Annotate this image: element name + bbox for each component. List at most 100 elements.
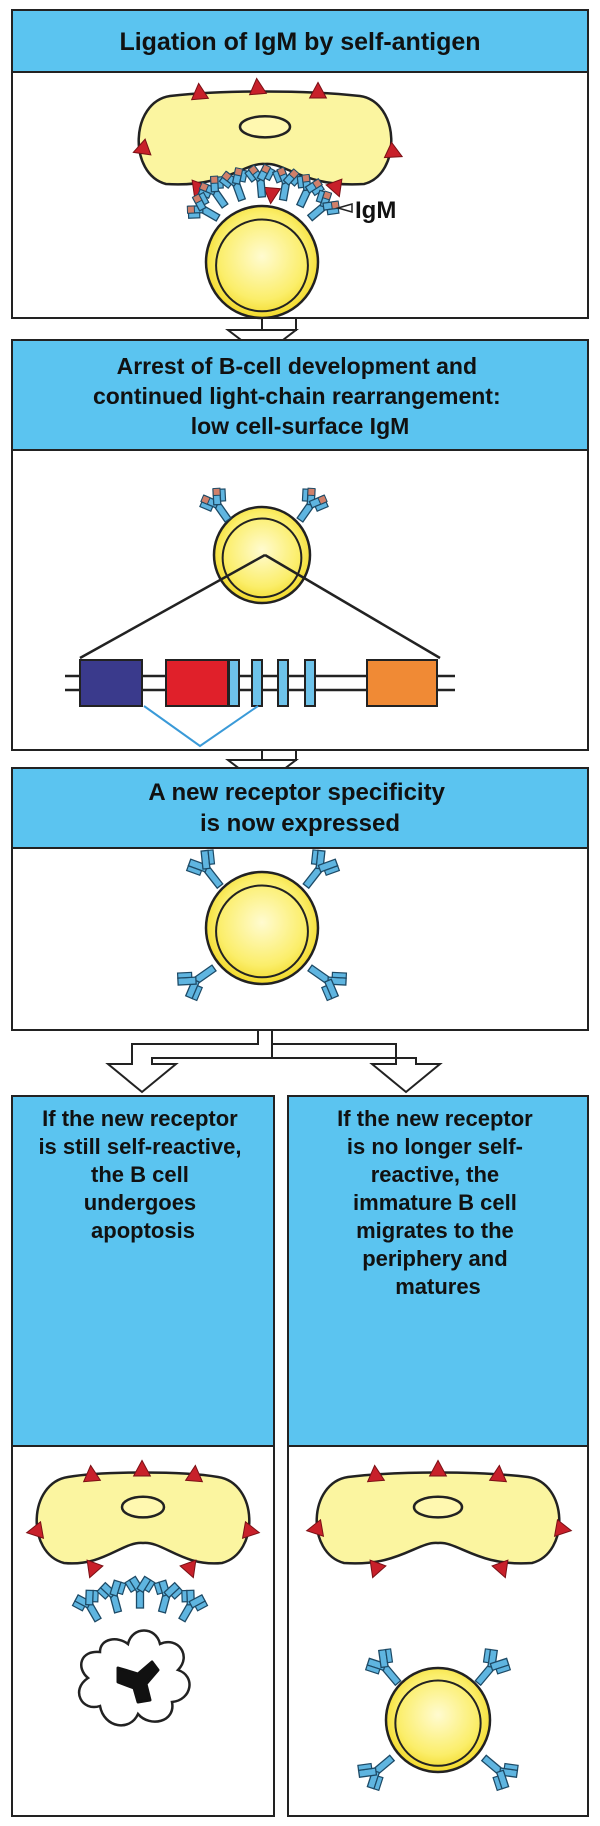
antibody-tip xyxy=(247,164,259,176)
antibody xyxy=(302,849,341,890)
antigen-spike xyxy=(366,1464,386,1483)
v-segment-blue xyxy=(79,659,143,707)
light-chain-locus xyxy=(65,659,455,748)
antibody-light xyxy=(323,865,341,877)
antibody-tip xyxy=(301,173,311,183)
antibody-tip xyxy=(212,487,221,497)
antibody xyxy=(71,1589,102,1623)
b-cell-membrane xyxy=(384,1666,492,1774)
b-cell-membrane xyxy=(204,870,320,986)
antibody-tip xyxy=(276,166,287,177)
antibody xyxy=(185,849,224,890)
antibody-arm xyxy=(212,487,227,506)
antibody-light xyxy=(301,488,309,502)
panel-1-title: Ligation of IgM by self-antigen xyxy=(119,28,480,56)
panel-3-title: A new receptor specificity is now expres… xyxy=(148,779,451,837)
split-arrows xyxy=(105,1029,443,1094)
j-segment-3 xyxy=(277,659,289,707)
panel-2-header xyxy=(11,339,589,451)
panel-4-scene xyxy=(25,1459,261,1727)
antibody-light xyxy=(207,849,216,865)
panel-3-header xyxy=(11,767,589,849)
antigen-spike xyxy=(132,1459,152,1477)
antigen-spike xyxy=(179,1559,197,1579)
b-cell xyxy=(204,204,320,320)
igm-label: IgM xyxy=(355,197,396,224)
antibody-tip xyxy=(260,163,272,175)
antibody-light xyxy=(320,984,333,1002)
panel-5-scene xyxy=(305,1459,573,1792)
antibody-light xyxy=(482,1648,492,1664)
antibody xyxy=(357,1754,396,1792)
antigen-spike xyxy=(25,1520,45,1540)
b-cell-nucleus-ring xyxy=(215,218,309,313)
antibody xyxy=(186,191,221,222)
antibody-tip xyxy=(191,193,203,205)
antibody xyxy=(306,189,340,222)
antibody-tip xyxy=(317,494,328,505)
antigen-cell-nucleus xyxy=(238,114,292,139)
antibody xyxy=(178,1589,209,1623)
antibody xyxy=(296,487,329,523)
antibody-light xyxy=(181,1589,188,1603)
antibody-arm xyxy=(492,1769,510,1792)
antibody xyxy=(474,1648,512,1687)
antibody-arm xyxy=(296,173,312,192)
antigen-spike xyxy=(325,178,343,198)
antibody-light xyxy=(176,971,193,979)
antibody-light xyxy=(331,971,348,979)
b-cell-nucleus-ring xyxy=(394,1679,482,1767)
antibody-light xyxy=(191,984,204,1002)
flow-arrow-1 xyxy=(225,317,299,358)
antibody xyxy=(244,163,276,199)
antigen-spike xyxy=(86,1559,104,1579)
antigen-spike xyxy=(305,1518,325,1538)
antibody-arm xyxy=(317,858,341,877)
j-segment-4 xyxy=(304,659,316,707)
antibody-tip xyxy=(233,167,244,177)
antibody-arm xyxy=(322,200,340,216)
antibody-arm xyxy=(320,978,340,1002)
panel-5-header xyxy=(287,1095,589,1447)
antibody-tip xyxy=(198,181,210,193)
antibody-tip xyxy=(221,170,233,182)
self-antigen-cell xyxy=(25,1459,261,1579)
antibody-light xyxy=(357,1762,373,1772)
antibody-light xyxy=(153,1581,164,1596)
new-receptors xyxy=(176,849,348,1002)
antibody xyxy=(199,487,232,523)
antibody-light xyxy=(185,865,203,877)
zoom-line-left xyxy=(79,553,266,660)
antibody-light xyxy=(495,1664,512,1675)
antibody-light xyxy=(96,1586,110,1600)
antigen-spike xyxy=(82,1464,102,1483)
antigen-spike xyxy=(428,1459,448,1477)
antibody-arm xyxy=(176,971,197,986)
antibody xyxy=(153,1579,184,1614)
antibody-arm xyxy=(163,1581,184,1600)
antibody-arm xyxy=(188,1594,209,1612)
antibody xyxy=(176,964,217,1002)
antigen-spike xyxy=(383,141,404,159)
antigen-spike xyxy=(262,186,282,205)
fragmented-nucleus xyxy=(116,1660,160,1704)
antibody-arm xyxy=(85,1589,99,1606)
antigen-cell-nucleus xyxy=(412,1495,464,1519)
antibody xyxy=(271,166,303,202)
antibody-light xyxy=(116,1581,127,1596)
antibody-light xyxy=(124,1579,137,1594)
antibody xyxy=(124,1575,156,1609)
antibody-arm xyxy=(377,1648,394,1669)
igm-receptors-low xyxy=(199,487,329,523)
antibody-light xyxy=(364,1664,381,1675)
antigen-spike xyxy=(369,1559,387,1579)
antibody-tip xyxy=(307,487,316,497)
antibody xyxy=(364,1648,402,1687)
antibody xyxy=(197,175,229,209)
antibody-arm xyxy=(200,849,216,870)
antibody-light xyxy=(503,1762,519,1772)
panel-3-scene xyxy=(176,849,348,1002)
antibody-arm xyxy=(231,167,249,185)
panel-1-header xyxy=(11,9,589,73)
antibody-light xyxy=(170,1586,184,1600)
